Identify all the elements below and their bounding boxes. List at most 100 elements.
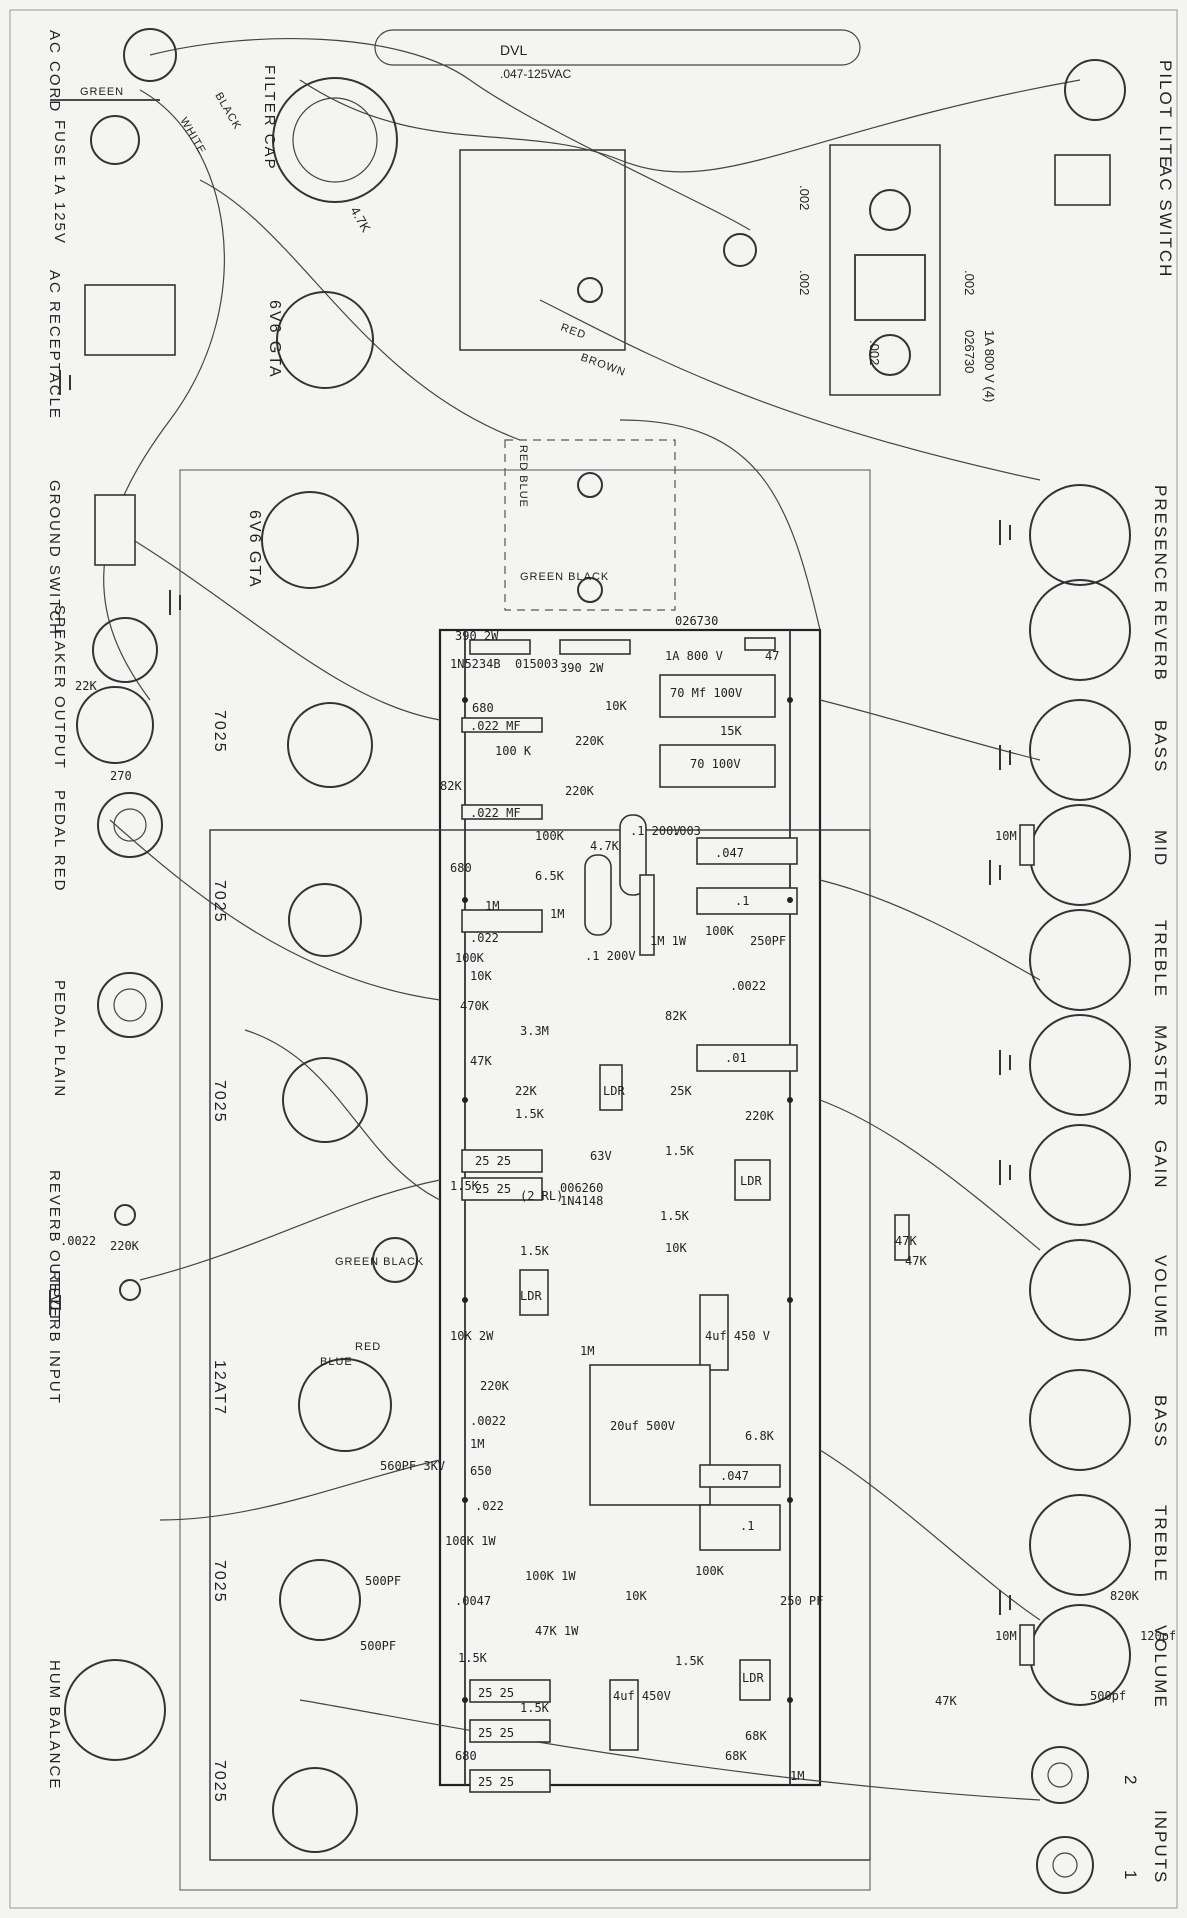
part-r1mw: 1M 1W [650,934,687,948]
label-input-2: 2 [1121,1775,1140,1786]
part-c047b: .047 [720,1469,749,1483]
label-tube-7025-2: 7025 [211,880,228,924]
label-gain: GAIN [1151,1140,1170,1190]
part-c500: 500PF [360,1639,396,1653]
label-pedal-plain: PEDAL PLAIN [51,980,68,1098]
part-c4450: 4uf 450V [613,1689,671,1703]
tube-socket-7025-3 [282,1057,368,1143]
rectifier-board [829,144,941,396]
part-026730: 026730 [675,614,718,628]
label-cable-red-blue: RED BLUE [517,445,529,508]
part-r10k2w: 10K 2W [450,1329,494,1343]
part-r15kb: 1.5K [515,1107,545,1121]
part-r100k: 100 K [495,744,532,758]
part-r22k: 22K [515,1084,537,1098]
label-rect-cap-2: .002 [797,270,812,295]
rectifier-bridge [577,189,926,603]
label-tube-6v6-1: 6V6 GTA [266,300,283,379]
part-r47ke: 47K [905,1254,927,1268]
part-r15kd: 1.5K [665,1144,695,1158]
part-c047: .047 [715,846,744,860]
output-transformer [504,439,676,611]
part-r47kc: 47K [895,1234,917,1248]
part-c250b: 250 PF [780,1594,823,1608]
filter-cap [272,77,398,203]
reverb-pot [1029,579,1131,681]
label-filter-cap: FILTER CAP [261,65,278,171]
part-006260: 006260 [560,1181,603,1195]
tube-socket-7025-4 [279,1559,361,1641]
part-r15kg: 1.5K [458,1651,488,1665]
label-top-4-7k: 4.7K [347,204,374,235]
pilot-lite [1064,59,1126,121]
part-r220k: 220K [575,734,605,748]
part-r68kc: 68K [725,1749,747,1763]
label-wire-brown: BROWN [579,352,627,379]
turret-board [438,628,822,1787]
part-c022c: .022 [470,931,499,945]
part-r820k: 820K [1110,1589,1140,1603]
part-r390b: 390 2W [560,661,604,675]
part-r15kh: 1.5K [675,1654,705,1668]
label-tube-12at7: 12AT7 [211,1360,228,1416]
part-r15k: 15K [720,724,742,738]
label-reverb-output: REVERB OUTPUT [46,1170,63,1324]
gain-pot [1029,1124,1131,1226]
label-speaker-output: SPEAKER OUTPUT [51,605,68,770]
part-r650: 650 [470,1464,492,1478]
label-input-1: 1 [1121,1870,1140,1881]
label-cable-green-black-2: GREEN BLACK [335,1256,424,1268]
label-inputs: INPUTS [1151,1810,1170,1884]
ac-cord [50,28,177,101]
part-ldr1: LDR [603,1084,625,1098]
part-c0022c: .0022 [60,1234,96,1248]
part-r270: 270 [110,769,132,783]
part-c70a: 70 Mf 100V [670,686,742,700]
part-r15ke: 1.5K [660,1209,690,1223]
part-r10m: 10M [995,829,1017,843]
label-rect-cap-4: .002 [867,340,882,365]
label-bass: BASS [1151,720,1170,773]
label-reverb: REVERB [1151,600,1170,682]
part-r100ke: 100K [695,1564,725,1578]
part-r10kb: 10K [470,969,492,983]
part-r82k: 82K [440,779,462,793]
speaker-jack-2 [76,686,154,764]
part-c63: 63V [590,1149,612,1163]
treble-pot [1029,909,1131,1011]
part-r65k: 6.5K [535,869,565,883]
part-r10mb: 10M [995,1629,1017,1643]
part-r15kf: 1.5K [520,1244,550,1258]
ground-switch [94,494,136,566]
label-tube-6v6-2: 6V6 GTA [246,510,263,589]
label-tube-7025-4: 7025 [211,1560,228,1604]
power-transformer [459,149,626,351]
label-cable-red-2: RED [355,1341,381,1353]
label-wire-black: BLACK [212,91,243,133]
ground-symbols [49,370,1011,1615]
presence-pot [1029,484,1131,586]
part-ldr4: LDR [742,1671,764,1685]
part-r680b: 680 [450,861,472,875]
part-r15kc: 1.5K [450,1179,480,1193]
board-components [461,637,1035,1793]
label-rect-part: 026730 [962,330,977,373]
label-ac-receptacle: AC RECEPTACLE [46,270,63,420]
label-treble: TREBLE [1151,920,1170,998]
label-rect-cap-3: .002 [962,270,977,295]
part-r47kd: 47K [935,1694,957,1708]
part-c022b: .022 MF [470,806,521,820]
label-rect-rating: 1A 800 V (4) [982,330,997,402]
label-tube-7025-5: 7025 [211,1760,228,1804]
part-r680c: 680 [455,1749,477,1763]
label-cable-green-black-1: GREEN BLACK [520,571,609,583]
label-treble-2: TREBLE [1151,1505,1170,1583]
part-c500c: 500PF [365,1574,401,1588]
part-r47k1w: 47K 1W [535,1624,579,1638]
label-ac-cord: AC CORD [46,30,63,113]
part-r1m: 1M [485,899,499,913]
label-ground-switch: GROUND SWITCH [46,480,63,636]
solder-points [462,697,793,1703]
label-mid: MID [1151,830,1170,867]
part-r1me: 1M [790,1769,804,1783]
